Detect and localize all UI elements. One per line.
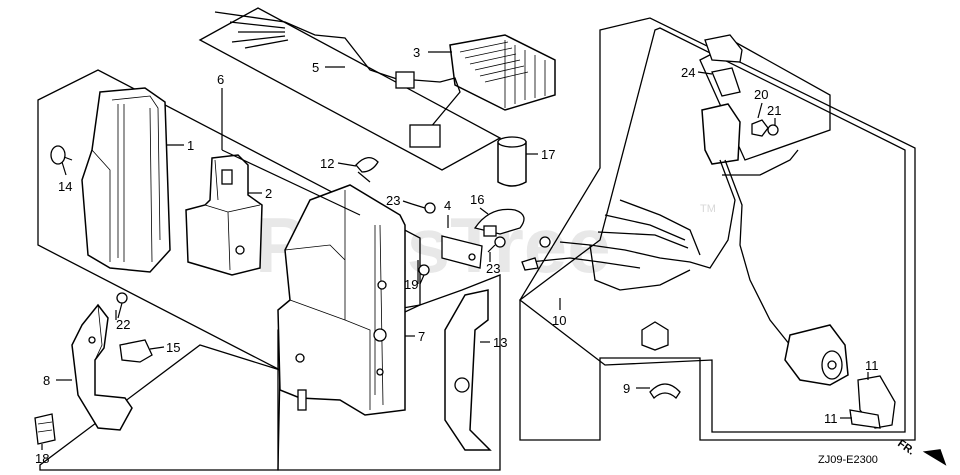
callout-8: 8: [43, 373, 50, 388]
group-outline-lower-left: [39, 344, 281, 471]
part-1-cover: [81, 87, 171, 273]
part-15-clip: [119, 339, 153, 363]
part-10-main-harness: [521, 149, 799, 346]
callout-23-lower: 23: [486, 261, 500, 276]
group-outline-right: [519, 17, 916, 441]
diagram-code: ZJ09-E2300: [818, 454, 878, 466]
part-23-bolt-lower: [487, 236, 506, 253]
callout-11-upper: 11: [865, 358, 879, 373]
callout-22: 22: [116, 317, 130, 332]
part-18-terminal: [34, 413, 56, 445]
callout-10: 10: [552, 313, 566, 328]
part-21-washer: [767, 124, 779, 136]
part-4-plate: [441, 235, 483, 269]
part-2-bracket: [185, 154, 263, 276]
watermark-tm: TM: [700, 203, 716, 215]
callout-11-lower: 11: [824, 411, 838, 426]
part-3-regulator: [449, 34, 556, 111]
callout-5: 5: [312, 60, 319, 75]
callout-2: 2: [265, 186, 272, 201]
part-17-capacitor: [497, 136, 527, 187]
part-7-control-box: [277, 184, 406, 416]
part-11-terminals: [849, 375, 896, 429]
callout-17: 17: [541, 147, 555, 162]
part-12-clip: [355, 157, 379, 183]
callout-12: 12: [320, 156, 334, 171]
callout-18: 18: [35, 451, 49, 466]
callout-6: 6: [217, 72, 224, 87]
callout-3: 3: [413, 45, 420, 60]
front-direction-indicator: FR.: [895, 438, 947, 466]
part-22-bolt: [116, 292, 128, 319]
part-16-clamp: [473, 208, 525, 237]
callout-16: 16: [470, 192, 484, 207]
direction-arrow-icon: [922, 449, 947, 466]
callout-1: 1: [187, 138, 194, 153]
part-23-bolt-upper: [411, 202, 436, 214]
callout-20: 20: [754, 87, 768, 102]
callout-19: 19: [404, 277, 418, 292]
part-9-band: [649, 383, 681, 399]
group-outline-right-inner: [518, 27, 906, 433]
callout-24: 24: [681, 65, 695, 80]
part-14-screw: [50, 145, 73, 165]
part-19-bolt: [418, 264, 430, 285]
part-24-fuse-holder: [701, 34, 743, 165]
callout-9: 9: [623, 381, 630, 396]
part-13-stay: [444, 289, 492, 451]
leader-lines: [41, 51, 869, 450]
callout-15: 15: [166, 340, 180, 355]
oil-alert-unit: [784, 324, 849, 386]
callout-21: 21: [767, 103, 781, 118]
part-20-nut: [751, 119, 769, 137]
part-8-stay: [71, 303, 133, 431]
callout-13: 13: [493, 335, 507, 350]
callout-7: 7: [418, 329, 425, 344]
callout-14: 14: [58, 179, 72, 194]
part-5-wire-harness: [214, 11, 461, 148]
callout-4: 4: [444, 198, 451, 213]
group-outline-top: [198, 7, 502, 171]
grommet: [641, 321, 669, 351]
callout-23-upper: 23: [386, 193, 400, 208]
